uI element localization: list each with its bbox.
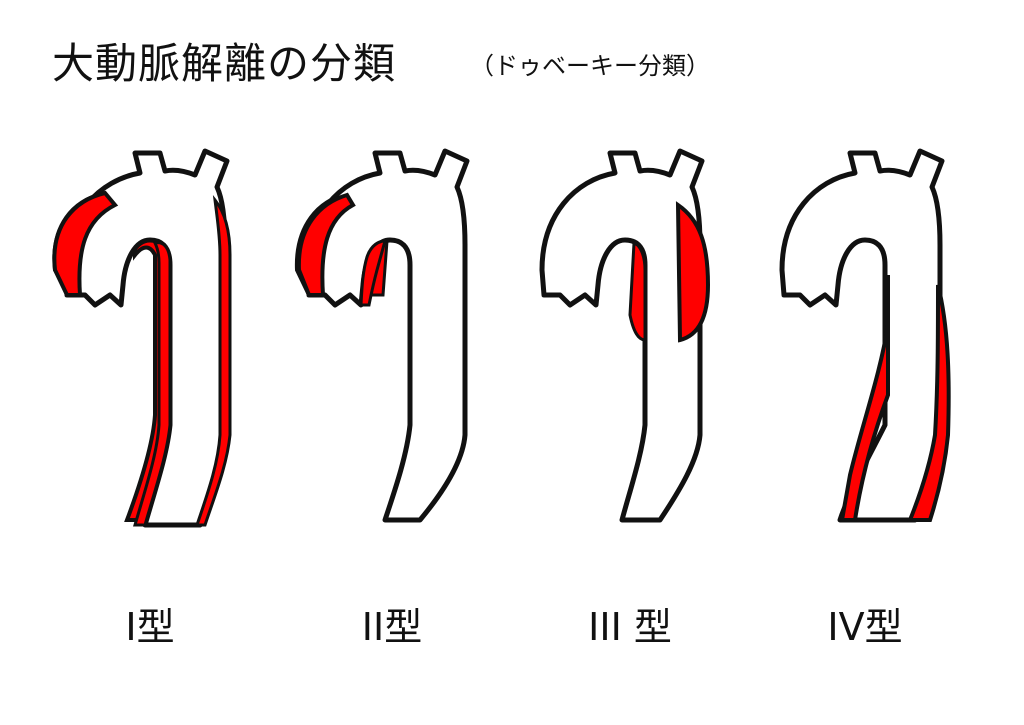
type-3-diagram bbox=[539, 148, 711, 523]
type-3-dissection-inner bbox=[628, 240, 647, 342]
type-1-label: I型 bbox=[125, 605, 175, 649]
type-4-diagram bbox=[779, 148, 951, 523]
type-2-label: II型 bbox=[361, 605, 423, 649]
type-4-dissection-inner bbox=[839, 275, 890, 522]
type-3-label: III 型 bbox=[588, 605, 672, 649]
type-2-diagram bbox=[294, 148, 470, 523]
type-3-dissection-outer bbox=[675, 201, 711, 343]
type-3-aorta bbox=[539, 148, 705, 523]
page-title: 大動脈解離の分類 bbox=[52, 39, 397, 88]
type-2-aorta bbox=[304, 148, 470, 523]
page-subtitle: （ドゥベーキー分類） bbox=[470, 52, 710, 80]
type-1-diagram bbox=[52, 148, 232, 528]
type-4-label: IV型 bbox=[827, 605, 903, 649]
type-4-dissection-outer bbox=[907, 284, 951, 522]
